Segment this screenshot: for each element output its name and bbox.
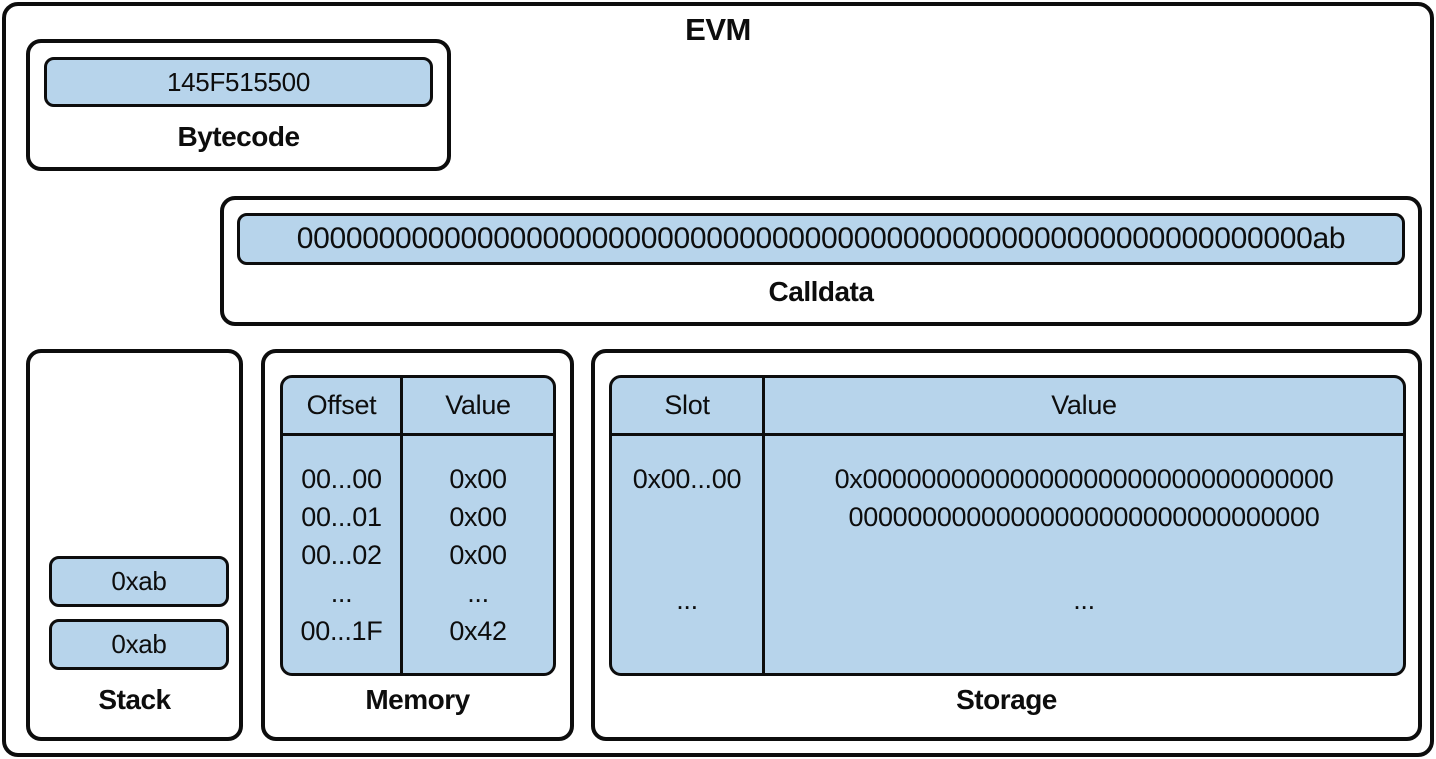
stack-item-value: 0xab xyxy=(111,566,167,596)
storage-table-header: Slot Value xyxy=(612,378,1403,436)
memory-value-cell: 0x00 xyxy=(449,464,507,494)
memory-value-cell: 0x00 xyxy=(449,540,507,570)
memory-header-offset: Offset xyxy=(283,378,403,433)
stack-item-value: 0xab xyxy=(111,629,167,659)
storage-value-line2: 00000000000000000000000000000000 xyxy=(848,502,1320,532)
memory-header-value: Value xyxy=(445,390,511,420)
stack-label: Stack xyxy=(98,684,171,715)
memory-table-body: 00...00 00...01 00...02 ... 00...1F 0x00… xyxy=(283,436,553,673)
calldata-value-chip: 0000000000000000000000000000000000000000… xyxy=(237,213,1405,265)
bytecode-container: 145F515500 Bytecode xyxy=(26,39,451,171)
memory-offset-column: 00...00 00...01 00...02 ... 00...1F xyxy=(283,436,403,673)
storage-header-value: Value xyxy=(1051,390,1117,420)
memory-offset-cell: ... xyxy=(330,578,353,608)
memory-table-header: Offset Value xyxy=(283,378,553,436)
memory-value-cell: 0x00 xyxy=(449,502,507,532)
storage-table-body: 0x00...00 ... 0x000000000000000000000000… xyxy=(612,436,1403,673)
storage-slot-cell: ... xyxy=(676,585,698,615)
storage-label: Storage xyxy=(956,684,1057,715)
storage-header-slot: Slot xyxy=(612,378,765,433)
memory-container: Offset Value 00...00 00...01 00...02 ...… xyxy=(261,349,574,741)
bytecode-label: Bytecode xyxy=(177,121,300,152)
storage-table: Slot Value 0x00...00 ... 0x0000000000000… xyxy=(609,375,1406,676)
bytecode-value-chip: 145F515500 xyxy=(44,57,433,107)
memory-offset-cell: 00...00 xyxy=(301,464,382,494)
calldata-label: Calldata xyxy=(768,276,874,307)
memory-value-cell: 0x42 xyxy=(449,616,507,646)
storage-slot-cell: 0x00...00 xyxy=(632,464,742,494)
memory-label: Memory xyxy=(365,684,470,715)
storage-slot-column: 0x00...00 ... xyxy=(612,436,765,673)
memory-value-column: 0x00 0x00 0x00 ... 0x42 xyxy=(403,436,553,673)
bytecode-value: 145F515500 xyxy=(166,66,311,97)
storage-value-column: 0x00000000000000000000000000000000 00000… xyxy=(765,436,1403,673)
storage-value-line1: 0x00000000000000000000000000000000 xyxy=(834,464,1334,494)
storage-container: Slot Value 0x00...00 ... 0x0000000000000… xyxy=(591,349,1422,741)
calldata-container: 0000000000000000000000000000000000000000… xyxy=(220,196,1422,326)
storage-value-cell: ... xyxy=(1073,585,1095,615)
memory-value-cell: ... xyxy=(467,578,489,608)
stack-container: 0xab 0xab Stack xyxy=(26,349,243,741)
stack-item: 0xab xyxy=(49,556,229,607)
calldata-value: 0000000000000000000000000000000000000000… xyxy=(296,222,1346,255)
memory-offset-cell: 00...01 xyxy=(301,502,382,532)
memory-offset-cell: 00...1F xyxy=(300,616,383,646)
evm-title: EVM xyxy=(685,12,751,47)
memory-offset-cell: 00...02 xyxy=(301,540,382,570)
memory-table: Offset Value 00...00 00...01 00...02 ...… xyxy=(280,375,556,676)
stack-item: 0xab xyxy=(49,619,229,670)
